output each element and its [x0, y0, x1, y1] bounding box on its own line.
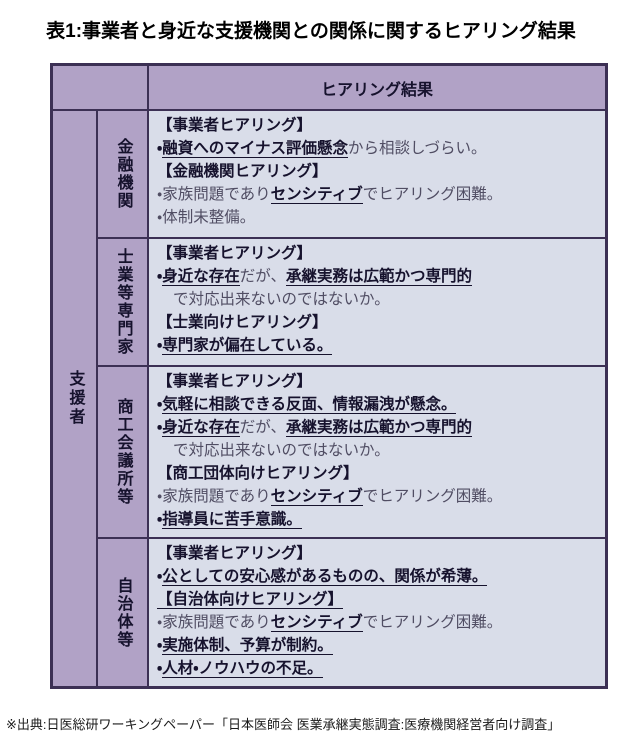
plain-text: ・ [157, 419, 163, 436]
row-content: 【事業者ヒアリング】・気軽に相談できる反面、情報漏洩が懸念。・身近な存在だが、承… [149, 367, 605, 537]
emphasized-text: 指導員に苦手意識。 [162, 511, 302, 529]
plain-text: だが、 [239, 419, 286, 436]
plain-text: ・家族問題であり [157, 614, 271, 631]
emphasized-text: 実施体制、予算が制約。 [162, 637, 333, 655]
plain-text: ・ [157, 660, 163, 677]
table-header-label: ヒアリング結果 [320, 81, 433, 99]
content-line: ・家族問題でありセンシティブでヒアリング困難。 [157, 183, 597, 206]
source-note: ※出典:日医総研ワーキングペーパー「日本医師会 医業承継実態調査:医療機関経営者… [6, 717, 561, 732]
plain-text: で対応出来ないのではないか。 [173, 442, 390, 459]
content-line: ・専門家が偏在している。 [157, 334, 597, 357]
plain-text: ・家族問題であり [157, 186, 271, 203]
plain-text: でヒアリング困難。 [362, 186, 503, 203]
plain-text: から相談しづらい。 [347, 140, 487, 157]
content-line: ・身近な存在だが、承継実務は広範かつ専門的 [157, 265, 597, 288]
content-line: 【士業向けヒアリング】 [157, 311, 597, 334]
content-line: ・公としての安心感があるものの、関係が希薄。 [157, 565, 597, 588]
content-line: ・指導員に苦手意識。 [157, 508, 597, 531]
plain-text: ・ [157, 511, 163, 528]
content-line: ・家族問題でありセンシティブでヒアリング困難。 [157, 485, 597, 508]
side-label-cell: 支援者 [53, 111, 96, 686]
row-content: 【事業者ヒアリング】・身近な存在だが、承継実務は広範かつ専門的で対応出来ないので… [149, 239, 605, 365]
plain-text: 【事業者ヒアリング】 [157, 117, 313, 134]
content-line: 【事業者ヒアリング】 [157, 242, 597, 265]
emphasized-text: 身近な存在 [162, 268, 240, 286]
row-category-label: 士業等専門家 [114, 248, 132, 356]
emphasized-text: 融資へのマイナス評価懸念 [162, 140, 348, 158]
row-category-label: 自治体等 [114, 576, 132, 649]
plain-text: 【事業者ヒアリング】 [157, 373, 313, 390]
row-category: 金融機関 [98, 111, 147, 237]
plain-text: ・体制未整備。 [157, 209, 256, 226]
content-line: 【事業者ヒアリング】 [157, 542, 597, 565]
content-line: 【金融機関ヒアリング】 [157, 160, 597, 183]
plain-text: 【金融機関ヒアリング】 [157, 163, 328, 180]
plain-text: ・ [157, 568, 163, 585]
emphasized-text: センシティブ [270, 488, 363, 506]
content-line: 【事業者ヒアリング】 [157, 114, 597, 137]
row-category: 士業等専門家 [98, 239, 147, 365]
plain-text: 【商工団体向けヒアリング】 [157, 465, 359, 482]
row-category-label: 金融機関 [114, 138, 132, 210]
content-line: で対応出来ないのではないか。 [157, 288, 597, 311]
emphasized-text: 専門家が偏在している。 [162, 337, 333, 355]
plain-text: だが、 [239, 268, 286, 285]
row-category: 商工会議所等 [98, 367, 147, 537]
emphasized-text: 人材・ノウハウの不足。 [162, 660, 323, 678]
content-line: ・融資へのマイナス評価懸念から相談しづらい。 [157, 137, 597, 160]
emphasized-text: 【自治体向けヒアリング】 [157, 591, 344, 609]
content-line: ・実施体制、予算が制約。 [157, 634, 597, 657]
plain-text: 【士業向けヒアリング】 [157, 314, 328, 331]
row-category: 自治体等 [98, 539, 147, 686]
content-line: ・家族問題でありセンシティブでヒアリング困難。 [157, 611, 597, 634]
plain-text: ・ [157, 337, 163, 354]
row-category-label: 商工会議所等 [114, 398, 132, 506]
plain-text: 【事業者ヒアリング】 [157, 245, 313, 262]
side-label: 支援者 [66, 370, 84, 427]
page-title: 表1:事業者と身近な支援機関との関係に関するヒアリング結果 [46, 21, 576, 42]
plain-text: ・ [157, 396, 163, 413]
plain-text: ・ [157, 637, 163, 654]
emphasized-text: センシティブ [270, 186, 363, 204]
content-line: ・体制未整備。 [157, 206, 597, 229]
content-line: 【事業者ヒアリング】 [157, 370, 597, 393]
plain-text: 【事業者ヒアリング】 [157, 545, 313, 562]
row-content: 【事業者ヒアリング】・融資へのマイナス評価懸念から相談しづらい。【金融機関ヒアリ… [149, 111, 605, 237]
content-line: ・身近な存在だが、承継実務は広範かつ専門的 [157, 416, 597, 439]
row-content: 【事業者ヒアリング】・公としての安心感があるものの、関係が希薄。【自治体向けヒア… [149, 539, 605, 686]
content-line: ・気軽に相談できる反面、情報漏洩が懸念。 [157, 393, 597, 416]
plain-text: でヒアリング困難。 [362, 488, 503, 505]
plain-text: ・ [157, 268, 163, 285]
emphasized-text: 気軽に相談できる反面、情報漏洩が懸念。 [162, 396, 457, 414]
hearing-table: ヒアリング結果 支援者 金融機関【事業者ヒアリング】・融資へのマイナス評価懸念か… [50, 63, 608, 689]
corner-cell [53, 66, 147, 109]
plain-text: で対応出来ないのではないか。 [173, 291, 390, 308]
plain-text: でヒアリング困難。 [362, 614, 503, 631]
emphasized-text: 承継実務は広範かつ専門的 [286, 419, 473, 437]
emphasized-text: 身近な存在 [162, 419, 240, 437]
content-line: ・人材・ノウハウの不足。 [157, 657, 597, 680]
emphasized-text: 公としての安心感があるものの、関係が希薄。 [162, 568, 488, 586]
content-line: で対応出来ないのではないか。 [157, 439, 597, 462]
table-header-cell: ヒアリング結果 [149, 66, 605, 109]
plain-text: ・家族問題であり [157, 488, 271, 505]
content-line: 【自治体向けヒアリング】 [157, 588, 597, 611]
emphasized-text: 承継実務は広範かつ専門的 [286, 268, 473, 286]
emphasized-text: センシティブ [270, 614, 363, 632]
plain-text: ・ [157, 140, 163, 157]
content-line: 【商工団体向けヒアリング】 [157, 462, 597, 485]
